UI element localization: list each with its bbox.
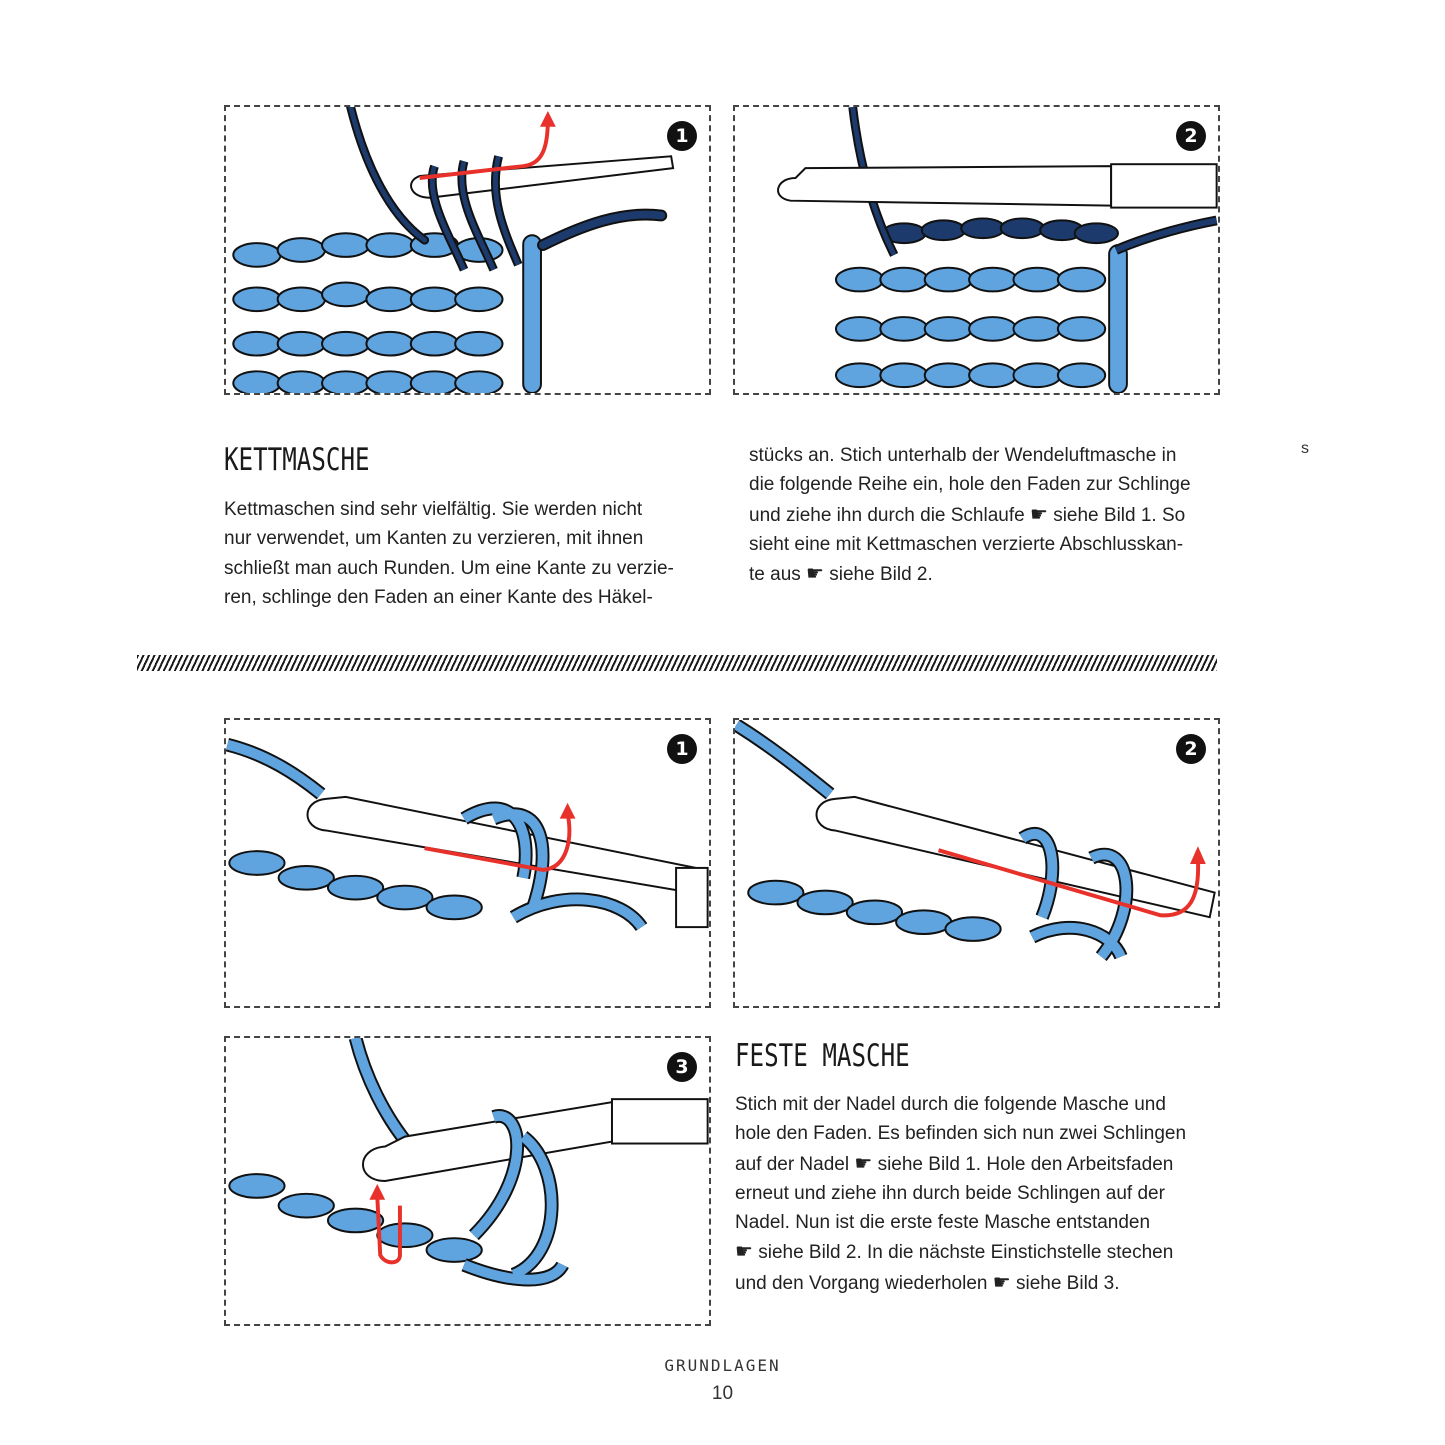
crochet-hook — [815, 795, 1216, 919]
text-line: hole den Faden. Es befinden sich nun zwe… — [735, 1123, 1187, 1145]
text-line: stücks an. Stich unterhalb der Wendeluft… — [749, 445, 1177, 466]
crochet-illustration-single-crochet-step-3 — [228, 1038, 709, 1287]
red-arrow — [419, 118, 550, 180]
text-fragment: siehe Bild 2. — [823, 564, 933, 586]
text-line: Stich mit der Nadel durch die folgende M… — [735, 1094, 1166, 1115]
text-line: die folgende Reihe ein, hole den Faden z… — [749, 474, 1191, 496]
text-line: ren, schlinge den Faden an einer Kante d… — [224, 586, 653, 608]
text-fragment: siehe Bild 3. — [1010, 1272, 1120, 1294]
text-line: schließt man auch Runden. Um eine Kante … — [224, 557, 674, 579]
kettmasche-paragraph-col2: stücks an. Stich unterhalb der Wendeluft… — [749, 441, 1191, 589]
figure-feste-masche-1: 1 — [224, 718, 711, 1008]
crochet-illustration-slip-stitch-step-1 — [232, 107, 675, 393]
text-line: und den Vorgang wiederholen ☛ siehe Bild… — [735, 1268, 1186, 1298]
stray-mark: s — [1301, 440, 1309, 457]
red-arrow — [375, 1195, 402, 1265]
text-line: ☛ siehe Bild 2. In die nächste Einstichs… — [735, 1237, 1186, 1267]
light-chain — [228, 850, 483, 921]
crochet-illustration-single-crochet-step-2 — [735, 720, 1216, 961]
figure-kettmasche-1: 1 — [224, 105, 711, 395]
dark-chain-edge — [881, 217, 1120, 245]
step-badge: 1 — [667, 121, 697, 151]
text-fragment: auf der Nadel — [735, 1153, 855, 1175]
pointing-hand-icon: ☛ — [735, 1239, 753, 1264]
text-fragment: und den Vorgang wiederholen — [735, 1272, 993, 1294]
crochet-hook — [306, 795, 709, 929]
text-line: te aus ☛ siehe Bild 2. — [749, 559, 1191, 589]
red-arrow — [937, 848, 1201, 918]
text-fragment: te aus — [749, 564, 807, 586]
text-line: nur verwendet, um Kanten zu verzieren, m… — [224, 528, 644, 550]
crochet-hook — [361, 1098, 709, 1182]
step-badge: 2 — [1176, 121, 1206, 151]
kettmasche-paragraph-col1: Kettmaschen sind sehr vielfältig. Sie we… — [224, 495, 674, 612]
text-line: Kettmaschen sind sehr vielfältig. Sie we… — [224, 499, 643, 520]
figure-feste-masche-3: 3 — [224, 1036, 711, 1326]
text-fragment: siehe Bild 1. Hole den Arbeitsfaden — [872, 1153, 1174, 1175]
crochet-illustration-single-crochet-step-1 — [226, 737, 709, 932]
pointing-hand-icon: ☛ — [854, 1150, 873, 1175]
feste-masche-paragraph: Stich mit der Nadel durch die folgende M… — [735, 1090, 1186, 1298]
pointing-hand-icon: ☛ — [992, 1269, 1011, 1294]
figure-feste-masche-2: 2 — [733, 718, 1220, 1008]
dark-yarn-strand — [346, 107, 430, 245]
section-heading-feste-masche: FESTE MASCHE — [735, 1038, 910, 1074]
light-fabric — [232, 232, 542, 393]
section-heading-kettmasche: KETTMASCHE — [224, 442, 370, 478]
text-line: Nadel. Nun ist die erste feste Masche en… — [735, 1212, 1151, 1234]
pointing-hand-icon: ☛ — [1029, 501, 1048, 526]
crochet-hook — [410, 155, 675, 199]
text-fragment: siehe Bild 2. In die nächste Einstichste… — [752, 1242, 1174, 1264]
pointing-hand-icon: ☛ — [806, 561, 824, 586]
figure-kettmasche-2: 2 — [733, 105, 1220, 395]
red-arrow — [424, 813, 572, 872]
text-line: sieht eine mit Kettmaschen verzierte Abs… — [749, 533, 1184, 555]
text-fragment: und ziehe ihn durch die Schlaufe — [749, 504, 1030, 526]
footer-section-label: GRUNDLAGEN — [664, 1356, 781, 1375]
text-line: erneut und ziehe ihn durch beide Schling… — [735, 1182, 1165, 1204]
crochet-illustration-slip-stitch-step-2 — [777, 107, 1218, 393]
step-badge: 2 — [1176, 734, 1206, 764]
step-badge: 1 — [667, 734, 697, 764]
page-number: 10 — [711, 1383, 734, 1404]
step-badge: 3 — [667, 1052, 697, 1082]
text-line: und ziehe ihn durch die Schlaufe ☛ siehe… — [749, 500, 1191, 530]
crochet-hook — [777, 163, 1218, 209]
hatched-divider — [137, 655, 1217, 671]
text-fragment: siehe Bild 1. So — [1047, 504, 1186, 526]
text-line: auf der Nadel ☛ siehe Bild 1. Hole den A… — [735, 1149, 1186, 1179]
